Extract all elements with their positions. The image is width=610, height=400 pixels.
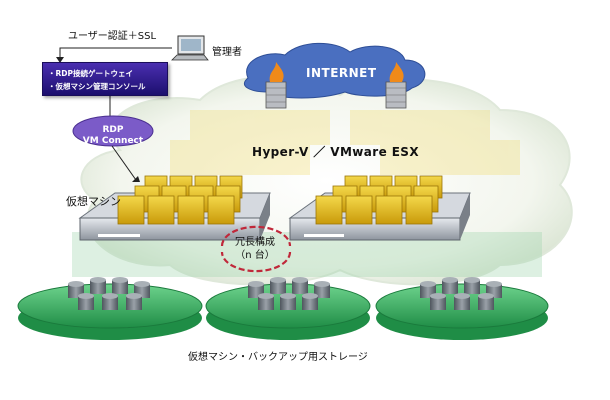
redundancy-label: 冗長構成 （n 台） (226, 236, 284, 262)
rdp-label-line2: VM Connect (82, 136, 144, 146)
vm-cubes-left (117, 175, 243, 225)
storage-disk-icon (420, 277, 502, 310)
auth-label: ユーザー認証＋SSL (68, 31, 157, 42)
gateway-box: ・RDP接続ゲートウェイ ・仮想マシン管理コンソール (42, 62, 168, 96)
redundancy-label-line2: （n 台） (235, 250, 275, 261)
hypervisor-label: Hyper-V ／ VMware ESX (252, 145, 419, 159)
firewall-icon (385, 62, 407, 109)
admin-label: 管理者 (212, 47, 242, 58)
vm-cubes-right (315, 175, 443, 225)
rdp-label: RDP VM Connect (74, 125, 152, 147)
rdp-label-line1: RDP (102, 125, 124, 135)
firewall-icon (265, 62, 287, 109)
redundancy-label-line1: 冗長構成 (235, 237, 275, 248)
storage-disk-icon (248, 277, 330, 310)
auth-connection-line (56, 47, 172, 63)
rdp-oval (72, 115, 154, 147)
ghost-vm-cubes (170, 110, 520, 175)
gateway-item-console: ・仮想マシン管理コンソール (48, 82, 146, 91)
rdp-to-vm-arrow (111, 145, 140, 182)
storage-unit-right (375, 277, 549, 340)
internet-label: INTERNET (306, 66, 377, 80)
storage-disk-icon (68, 277, 150, 310)
redundancy-arrow-icon (220, 225, 292, 273)
storage-label: 仮想マシン・バックアップ用ストレージ (188, 352, 368, 363)
gateway-item-rdp: ・RDP接続ゲートウェイ (48, 69, 133, 78)
virtual-machine-label: 仮想マシン (66, 195, 121, 208)
storage-unit-center (205, 277, 371, 340)
storage-unit-left (17, 277, 203, 340)
laptop-icon (171, 35, 209, 61)
